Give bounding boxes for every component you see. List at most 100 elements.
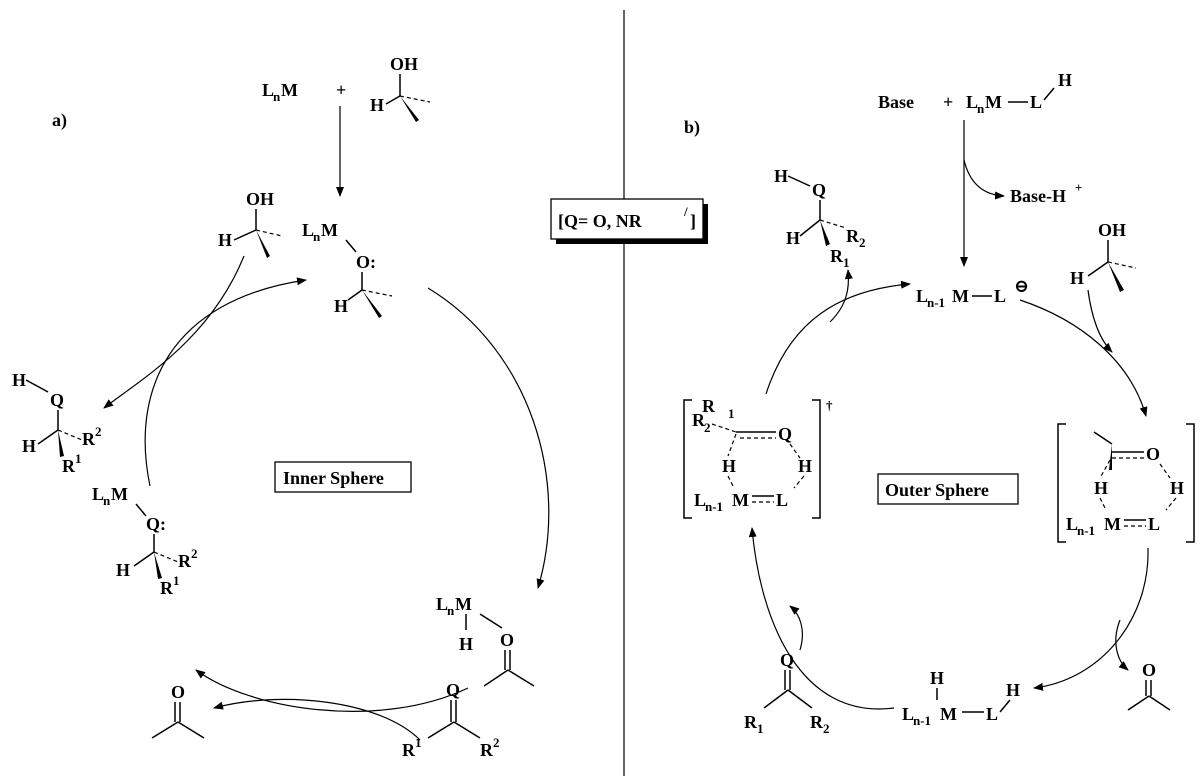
svg-text:Q: Q — [812, 180, 826, 200]
svg-text:L: L — [1148, 514, 1160, 534]
svg-text:2: 2 — [493, 735, 500, 750]
svg-text:n: n — [977, 101, 985, 116]
acetone-product-a: O — [151, 682, 205, 739]
svg-text:H: H — [1170, 478, 1184, 498]
arrow-product-out-b — [829, 269, 853, 323]
svg-text:R: R — [402, 740, 416, 760]
svg-text:H: H — [1070, 268, 1084, 288]
svg-text:R: R — [810, 712, 824, 732]
svg-text:L: L — [916, 286, 928, 306]
outer-sphere-box — [877, 473, 1019, 505]
isopropanol-top-a: OH H — [370, 54, 431, 122]
metal-hydride-acetone-a: L n M H O — [436, 594, 535, 687]
plus-sign-b: + — [943, 92, 953, 112]
svg-text:M: M — [1104, 514, 1121, 534]
svg-text:H: H — [798, 456, 812, 476]
svg-text:2: 2 — [191, 546, 198, 561]
arc-ts-right-to-hydride — [1033, 547, 1149, 691]
svg-text:L: L — [1030, 92, 1042, 112]
legend-box — [550, 198, 704, 240]
svg-text:L: L — [994, 286, 1006, 306]
svg-text:n-1: n-1 — [913, 713, 931, 728]
outer-sphere-label: Outer Sphere — [885, 480, 989, 500]
svg-text:L: L — [966, 92, 978, 112]
svg-text:L: L — [986, 704, 998, 724]
svg-text:M: M — [321, 220, 338, 240]
svg-text:R: R — [82, 429, 96, 449]
substrate-ketone-b: Q R 1 R 2 — [744, 650, 830, 736]
svg-text:n-1: n-1 — [1077, 523, 1095, 538]
svg-text:2: 2 — [95, 424, 102, 439]
svg-text:M: M — [111, 484, 128, 504]
isopropanol-right-b: OH H — [1070, 220, 1137, 292]
svg-text:M: M — [455, 594, 472, 614]
arc-anion-to-ts-right — [1019, 299, 1148, 417]
svg-text:†: † — [826, 398, 833, 413]
isopropanol-left-a: OH H — [218, 189, 283, 258]
svg-text:O:: O: — [356, 252, 376, 272]
svg-text:H: H — [1094, 478, 1108, 498]
plus-sign-a: + — [336, 80, 346, 100]
svg-text:M: M — [985, 92, 1002, 112]
svg-text:L: L — [902, 704, 914, 724]
svg-text:1: 1 — [75, 451, 82, 466]
svg-text:n: n — [103, 493, 111, 508]
svg-text:H: H — [1058, 70, 1072, 90]
svg-text:OH: OH — [390, 54, 418, 74]
reactant-LnM-a: L n M — [262, 80, 298, 104]
svg-text:Q:: Q: — [146, 514, 166, 534]
svg-text:H: H — [12, 370, 26, 390]
legend-box-text: [Q= O, NR / ] — [558, 204, 696, 231]
acetone-product-b: O — [1127, 660, 1171, 711]
svg-text:Q: Q — [778, 424, 792, 444]
svg-text:n-1: n-1 — [927, 295, 945, 310]
svg-text:H: H — [930, 668, 944, 688]
svg-text:L: L — [776, 490, 788, 510]
svg-text:n-1: n-1 — [705, 499, 723, 514]
svg-text:1: 1 — [757, 721, 764, 736]
arrow-acetone-out-a — [213, 698, 421, 741]
metal-alkoxide-a: L n M O: H — [302, 220, 393, 318]
svg-text:]: ] — [690, 211, 696, 231]
arc-amide-to-alkoxide — [144, 277, 307, 487]
arrow-alcohol-in-b — [1087, 289, 1113, 353]
transition-state-left-b: † R 1 R 2 Q H H L n-1 M L — [683, 396, 833, 519]
svg-text:H: H — [218, 230, 232, 250]
svg-text:+: + — [1075, 180, 1082, 195]
base-h-plus: Base-H + — [1010, 180, 1082, 206]
svg-text:H: H — [1006, 680, 1020, 700]
inner-sphere-label: Inner Sphere — [283, 468, 384, 488]
svg-text:Q: Q — [780, 650, 794, 670]
svg-text:R: R — [830, 246, 844, 266]
svg-text:R: R — [744, 712, 758, 732]
svg-text:1: 1 — [415, 735, 422, 750]
svg-text:n: n — [313, 229, 321, 244]
svg-text:L: L — [436, 594, 448, 614]
svg-text:⊖: ⊖ — [1014, 276, 1029, 296]
svg-text:M: M — [281, 80, 298, 100]
svg-text:[Q= O, NR: [Q= O, NR — [558, 211, 643, 231]
product-HQ-b: H Q H R 2 R 1 — [774, 166, 866, 270]
base-label: Base — [878, 92, 914, 112]
svg-text:O: O — [1146, 444, 1160, 464]
svg-text:R: R — [702, 396, 716, 416]
metal-amide-anion-b: L n-1 M L ⊖ — [916, 276, 1029, 310]
svg-text:H: H — [334, 296, 348, 316]
metal-hydride-amine-b: H L n-1 M L H — [902, 668, 1020, 728]
svg-text:O: O — [1142, 660, 1156, 680]
svg-text:H: H — [459, 634, 473, 654]
svg-text:L: L — [1066, 514, 1078, 534]
svg-text:L: L — [302, 220, 314, 240]
arrow-acetone-out-b — [1115, 619, 1129, 671]
panel-b-label: b) — [684, 117, 700, 138]
metal-amide-a: L n M Q: H R 2 R 1 — [92, 484, 198, 598]
svg-text:O: O — [500, 630, 514, 650]
arrow-base-out — [963, 159, 1005, 200]
arc-hydride-to-amide — [195, 669, 469, 712]
svg-text:H: H — [22, 436, 36, 456]
svg-text:R: R — [846, 226, 860, 246]
svg-text:H: H — [786, 228, 800, 248]
arc-ts-left-to-anion — [765, 280, 911, 395]
svg-text:M: M — [952, 286, 969, 306]
